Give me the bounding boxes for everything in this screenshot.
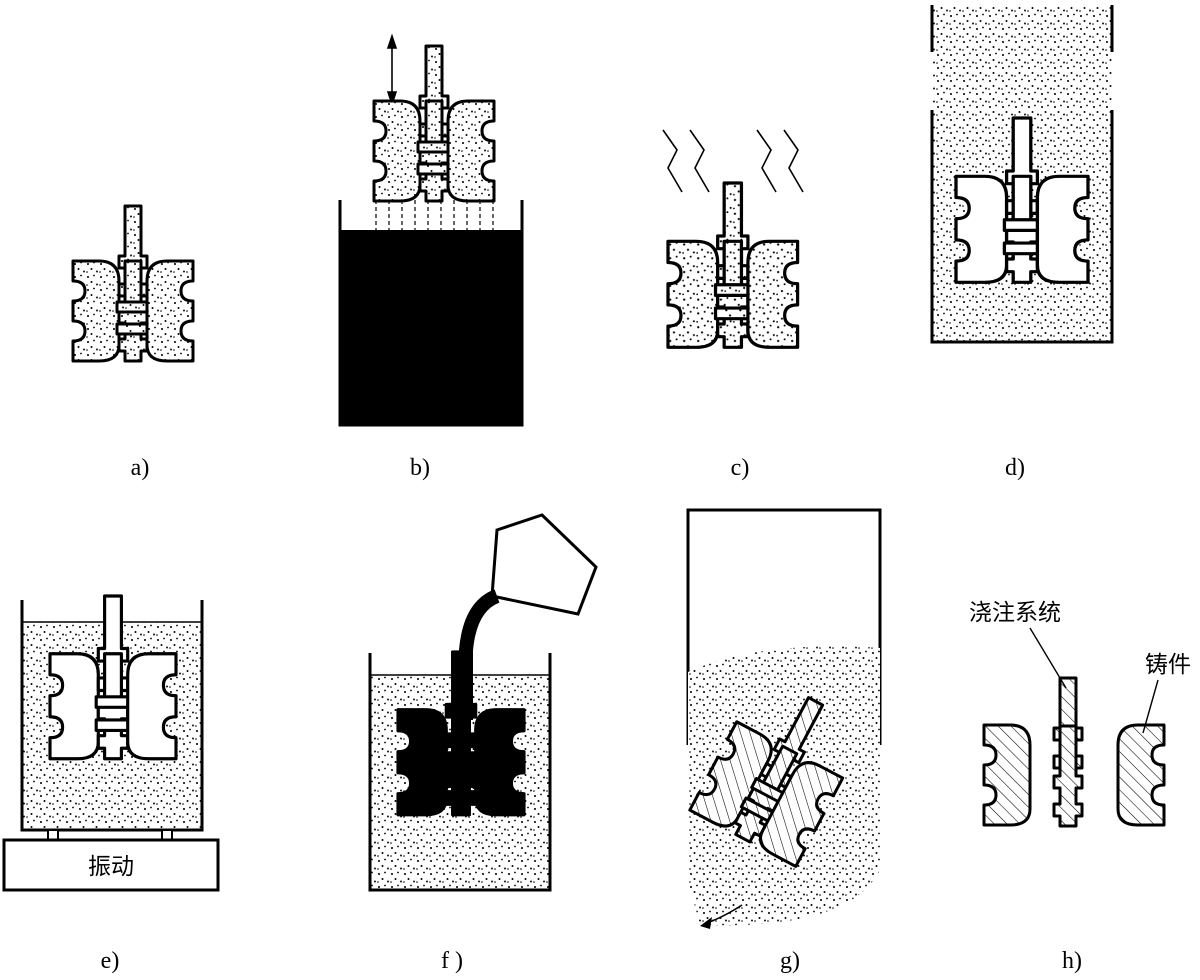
- caption-g: g): [780, 948, 800, 974]
- shell-cluster-e: [50, 596, 176, 759]
- panel-d: d): [932, 5, 1112, 481]
- ceramic-slurry: [340, 230, 522, 425]
- gating-system-label: 浇注系统: [969, 600, 1061, 626]
- panel-h: 浇注系统 铸件 h): [969, 600, 1191, 974]
- panel-b: b): [340, 36, 522, 481]
- caption-b: b): [410, 455, 430, 481]
- vibration-label: 振动: [88, 854, 134, 880]
- leader-gating: [1030, 628, 1066, 688]
- panel-c: c): [663, 130, 803, 481]
- sand-top: [932, 5, 1112, 110]
- shell-cluster-c: [668, 183, 798, 347]
- casting-right: [1118, 725, 1164, 825]
- caption-e: e): [101, 948, 120, 974]
- casting-left: [984, 725, 1030, 825]
- wax-cluster-a: [73, 206, 193, 361]
- ladle: [492, 515, 596, 614]
- caption-a: a): [131, 455, 150, 481]
- panel-f: f ): [370, 515, 596, 974]
- caption-c: c): [731, 455, 750, 481]
- gating-system: [1054, 678, 1082, 826]
- casting-label: 铸件: [1145, 652, 1191, 678]
- drip-lines: [376, 200, 493, 230]
- panel-g: g): [688, 510, 880, 974]
- panel-e: 振动 e): [4, 596, 218, 974]
- caption-h: h): [1062, 948, 1082, 974]
- caption-d: d): [1005, 455, 1025, 481]
- updown-arrow: [388, 36, 396, 104]
- caption-f: f ): [441, 948, 463, 974]
- panel-a: a): [73, 206, 193, 481]
